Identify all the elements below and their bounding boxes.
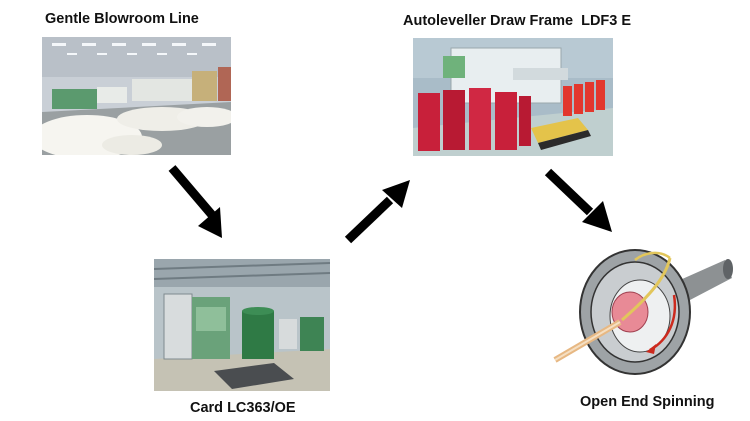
drawframe-photo: [413, 38, 613, 156]
blowroom-title: Gentle Blowroom Line: [45, 11, 199, 27]
spinning-diagram: [550, 240, 735, 383]
arrow-blowroom-to-card: [168, 165, 222, 238]
arrow-drawframe-to-spinning: [544, 168, 612, 232]
spinning-title: Open End Spinning: [580, 394, 715, 410]
blowroom-photo: [42, 37, 231, 155]
card-photo: [154, 259, 330, 391]
card-title: Card LC363/OE: [190, 400, 296, 416]
arrow-card-to-drawframe: [344, 180, 410, 244]
drawframe-title: Autoleveller Draw Frame LDF3 E: [403, 13, 632, 29]
